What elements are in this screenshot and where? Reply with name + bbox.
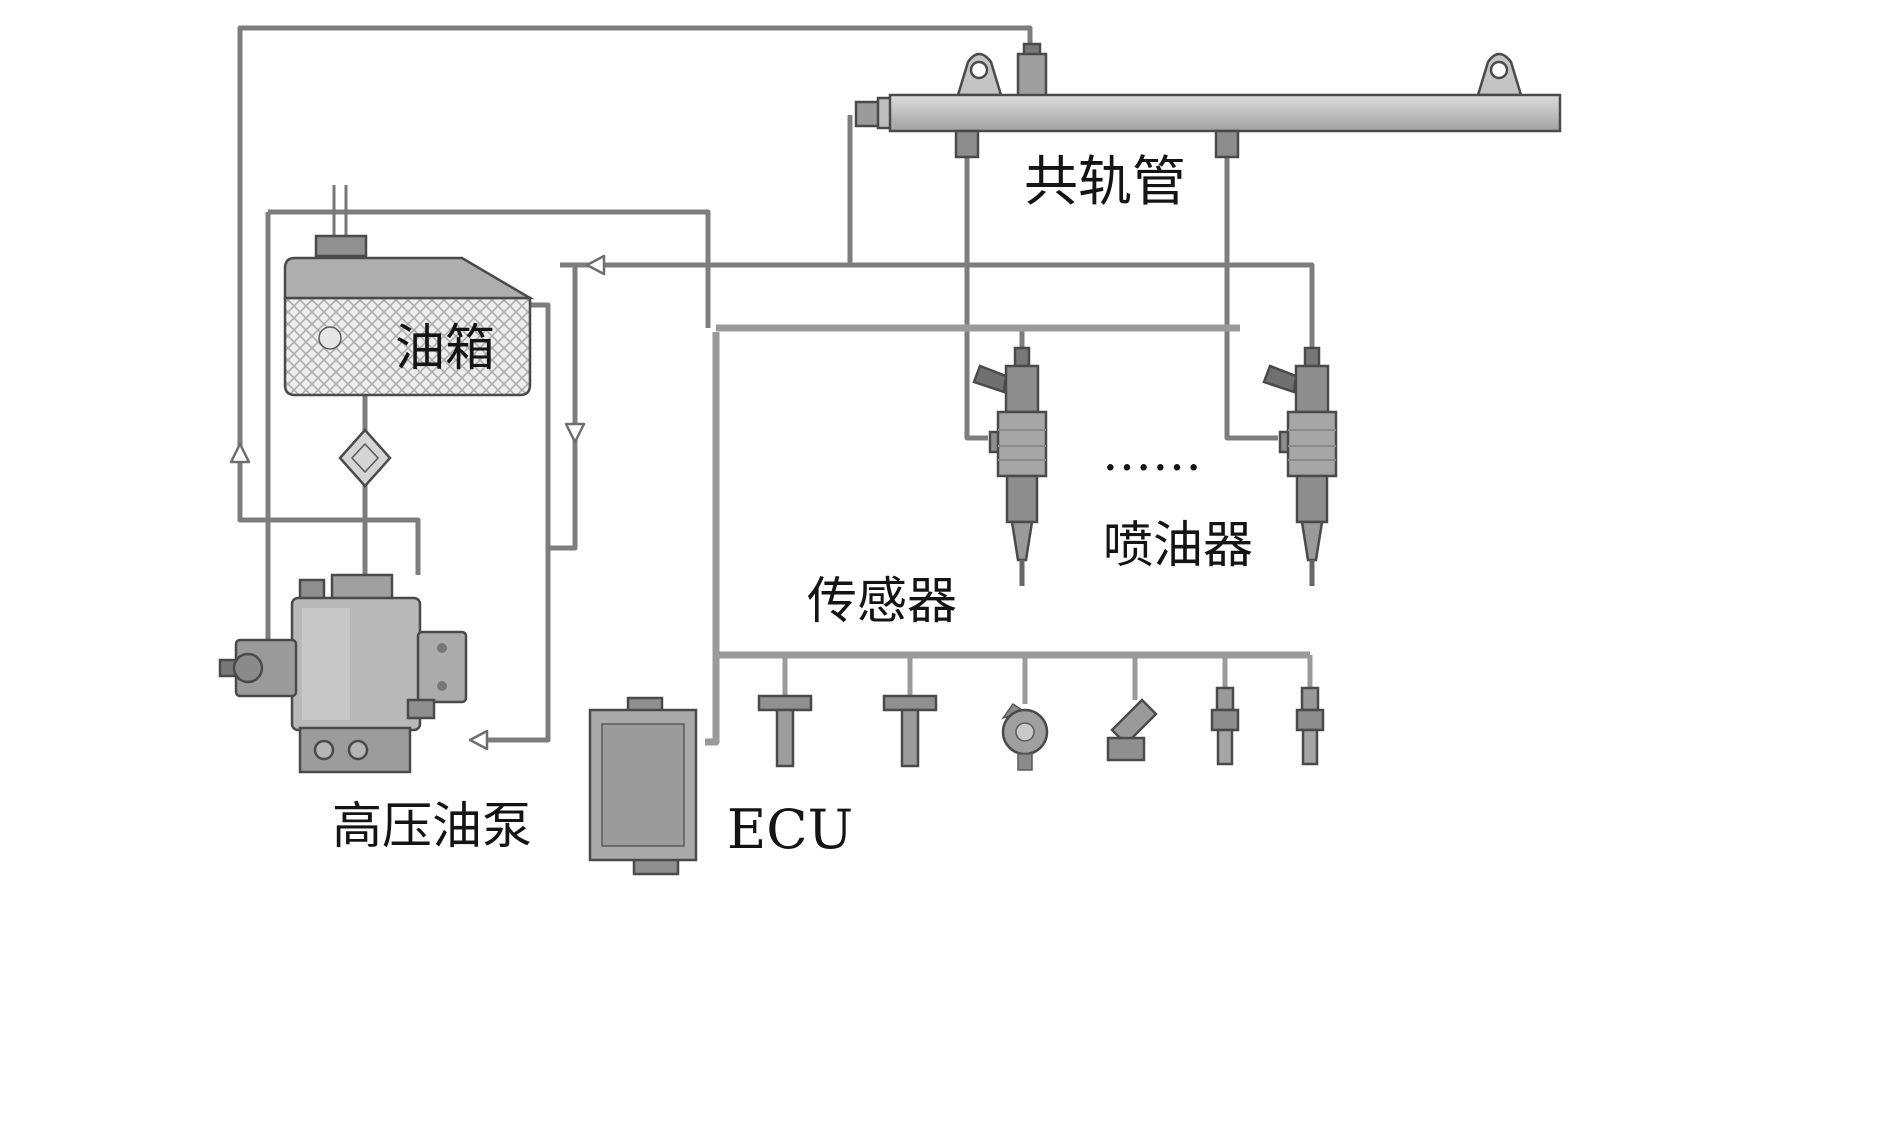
pump-side-connector: [406, 698, 436, 720]
injector-2-body: [1262, 346, 1338, 588]
ecu-box: [588, 696, 698, 876]
sensors-row: [757, 686, 1325, 771]
sensor-icon-1: [757, 694, 813, 768]
rail-top-connector: [1016, 52, 1048, 98]
flow-arrow-up-icon: [229, 442, 251, 464]
pipe-tank-top-return: [268, 209, 711, 328]
injectors-label: 喷油器: [1103, 516, 1253, 574]
tank-top-band: [283, 256, 535, 300]
sensor-icon-5: [1210, 686, 1240, 766]
pipe-pump-to-rail: [237, 25, 1033, 575]
fuel-filter: [338, 428, 392, 488]
sensor-4-base: [1106, 736, 1146, 762]
tank-body: [283, 296, 532, 397]
labels: 共轨管 油箱 …… 喷油器 传感器 高压油泵 ECU: [332, 150, 1253, 861]
ellipsis-label: ……: [1102, 424, 1202, 482]
pump-port-2: [347, 739, 369, 761]
pipe-rail-to-injector-2: [1224, 131, 1278, 441]
filter-inner-icon: [350, 442, 380, 474]
rail-ear-hole-right: [1489, 60, 1509, 80]
pipe-rail-to-injector-1: [964, 131, 988, 441]
ecu-label: ECU: [727, 798, 853, 861]
pump-bolt-2: [437, 681, 447, 691]
pipe-return-rail-upper: [560, 262, 1315, 348]
sensor-3-stub: [1017, 753, 1033, 771]
rail-pressure-sensor: [854, 100, 882, 128]
pump-right-flange: [416, 630, 468, 704]
pump-label: 高压油泵: [332, 797, 532, 855]
tank-filler-neck: [314, 234, 368, 258]
common-rail: [854, 42, 1562, 159]
rail-ear-hole-left: [969, 60, 989, 80]
fuel-pipes: [237, 25, 1315, 743]
pump-shaft-hub: [232, 652, 264, 684]
flow-arrow-left-pump-icon: [468, 729, 489, 751]
injector-2: [1262, 346, 1338, 588]
harness-ecu-riser: [705, 332, 720, 746]
sensor-3-hole: [1015, 722, 1035, 742]
sensor-icon-6: [1295, 686, 1325, 766]
fuel-tank-label: 油箱: [395, 319, 495, 377]
electrical-harness: [705, 324, 1313, 746]
common-rail-label: 共轨管: [1024, 150, 1186, 213]
fuel-tank: [283, 185, 535, 397]
rail-outlet-nut-1: [954, 129, 980, 159]
sensor-icon-2: [882, 694, 938, 768]
rail-bar: [888, 93, 1562, 133]
sensors-label: 传感器: [807, 572, 957, 630]
pump-bolt-1: [437, 643, 447, 653]
rail-outlet-nut-2: [1214, 129, 1240, 159]
sensor-icon-3: [1001, 702, 1049, 771]
pipe-return-branch: [548, 265, 578, 551]
pipe-tank-to-pump: [478, 302, 551, 743]
injector-1-body: [972, 346, 1048, 588]
flow-arrow-left-return-icon: [585, 254, 606, 276]
injector-1: [972, 346, 1048, 588]
pump-port-1: [313, 739, 335, 761]
tank-valve-icon: [318, 326, 342, 350]
sensor-icon-4: [1106, 698, 1158, 762]
pump-body-highlight: [302, 608, 350, 720]
ecu-face: [601, 723, 685, 847]
high-pressure-pump: [218, 573, 468, 774]
flow-arrow-down-icon: [564, 422, 586, 444]
filter-diamond-icon: [338, 428, 392, 488]
